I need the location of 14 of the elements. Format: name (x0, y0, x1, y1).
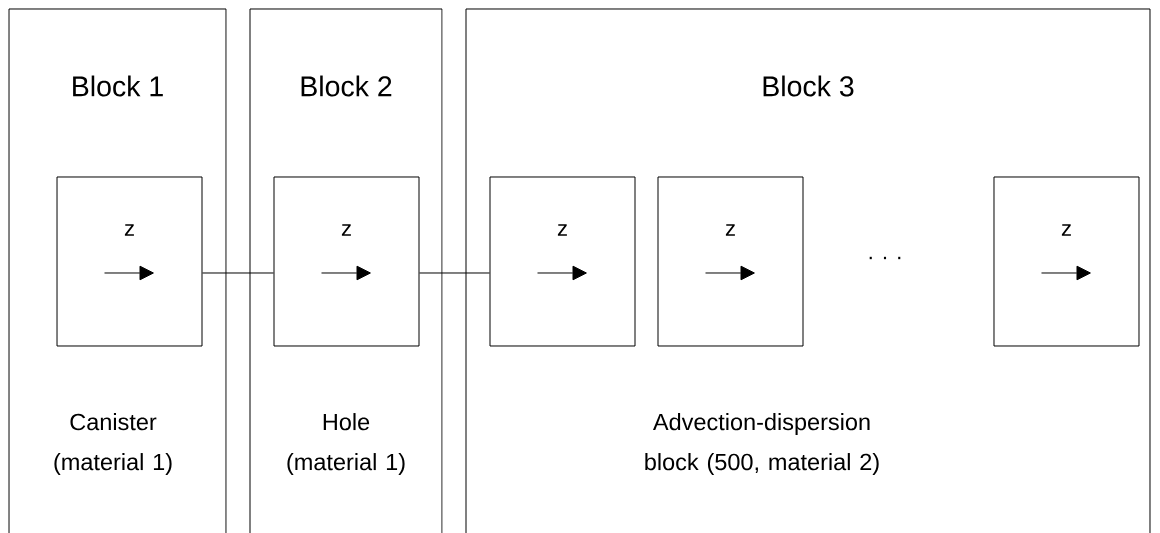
cell-box: z (489, 176, 636, 347)
cell-box: z (657, 176, 804, 347)
ellipsis: . . . (869, 256, 901, 260)
connector-line (419, 272, 490, 274)
block-description: Advection-dispersion block (500, material 2) (645, 413, 879, 475)
block-title: Block 1 (73, 75, 163, 97)
block-title: Block 3 (763, 75, 854, 97)
block-title: Block 2 (301, 75, 392, 97)
cell-box: z (273, 176, 420, 347)
block-description: Hole (material 1) (287, 413, 405, 475)
block-description: Canister (material 1) (54, 413, 172, 475)
cell-box: z (993, 176, 1140, 347)
connector-line (202, 272, 274, 274)
cell-box: z (56, 176, 203, 347)
